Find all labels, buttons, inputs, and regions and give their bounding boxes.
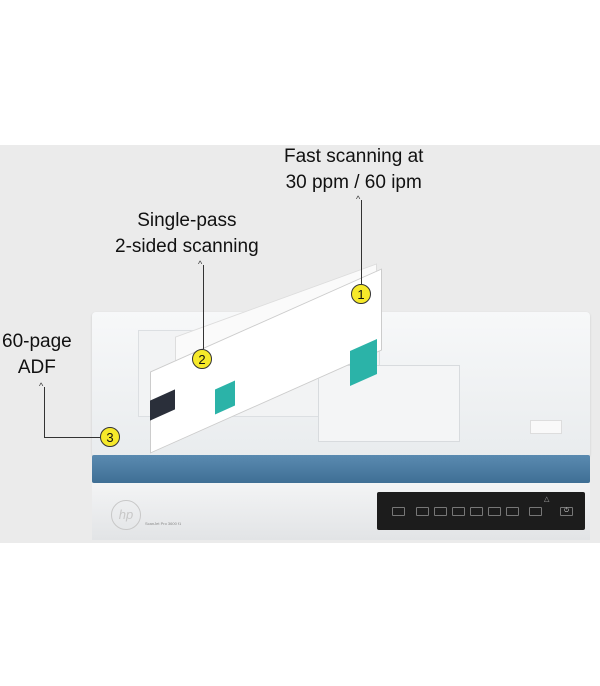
callout-line: Single-pass <box>137 210 237 231</box>
callout-2-text: Single-pass 2-sided scanning <box>115 208 259 260</box>
adf-output-tray <box>318 365 460 442</box>
panel-button[interactable] <box>470 507 483 516</box>
panel-button[interactable] <box>529 507 542 516</box>
callout-line: 30 ppm / 60 ipm <box>285 172 422 193</box>
adf-tab <box>530 420 562 434</box>
panel-button[interactable] <box>506 507 519 516</box>
arrow-up-icon: ^ <box>356 194 361 204</box>
callout-1-text: Fast scanning at 30 ppm / 60 ipm <box>284 144 423 196</box>
callout-2-leader <box>203 265 204 349</box>
panel-button[interactable] <box>488 507 501 516</box>
callout-line: 2-sided scanning <box>115 236 259 257</box>
callout-line: 60-page <box>2 331 72 352</box>
scanner-blue-band <box>92 455 590 483</box>
callout-line: ADF <box>17 357 56 378</box>
power-button[interactable]: ⏻ <box>560 507 573 516</box>
model-label: ScanJet Pro 3600 f1 <box>145 521 182 526</box>
callout-3-badge: 3 <box>100 427 120 447</box>
hp-logo: hp <box>111 500 141 530</box>
callout-1-badge: 1 <box>351 284 371 304</box>
panel-button[interactable] <box>434 507 447 516</box>
callout-1-leader <box>361 200 362 284</box>
callout-3-text: 60-page ADF <box>2 329 72 381</box>
arrow-up-icon: ^ <box>39 381 44 391</box>
panel-button[interactable] <box>452 507 465 516</box>
callout-3-leader <box>44 437 100 438</box>
arrow-up-icon: ^ <box>198 259 203 269</box>
warning-icon: △ <box>544 496 550 503</box>
panel-button[interactable] <box>416 507 429 516</box>
control-panel <box>377 492 585 530</box>
callout-3-leader <box>44 387 45 437</box>
callout-line: Fast scanning at <box>284 146 424 167</box>
callout-2-badge: 2 <box>192 349 212 369</box>
panel-button[interactable] <box>392 507 405 516</box>
